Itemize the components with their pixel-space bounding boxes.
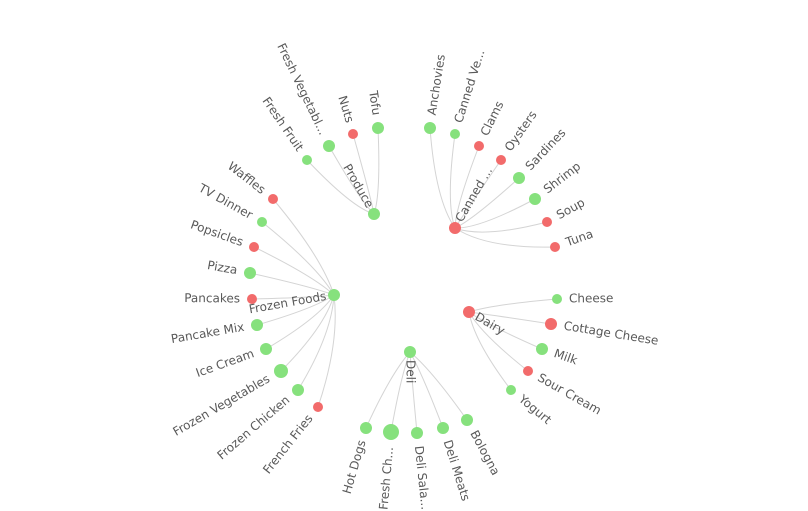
tree-link <box>454 227 556 248</box>
leaf-label: Anchovies <box>425 53 448 116</box>
leaf-label: Pancakes <box>184 291 240 305</box>
leaf-label: Sardines <box>523 126 569 173</box>
leaf-label: TV Dinner <box>195 180 255 222</box>
category-label: Deli <box>404 360 418 383</box>
leaf-node-waffles[interactable] <box>268 194 278 204</box>
tree-link <box>454 221 548 233</box>
leaf-node-tofu[interactable] <box>372 122 384 134</box>
leaf-node-oysters[interactable] <box>496 155 506 165</box>
leaf-node-pancake-mix[interactable] <box>251 319 263 331</box>
leaf-node-deli-sala[interactable] <box>411 427 423 439</box>
leaf-label: Bologna <box>467 428 502 478</box>
leaf-label: Oysters <box>502 108 540 154</box>
tree-link <box>280 294 335 372</box>
leaf-label: Nuts <box>335 94 356 124</box>
leaf-node-tuna[interactable] <box>550 242 560 252</box>
tree-link <box>297 294 335 391</box>
leaf-node-milk[interactable] <box>536 343 548 355</box>
leaf-label: Clams <box>478 99 507 138</box>
leaf-node-soup[interactable] <box>542 217 552 227</box>
leaf-node-sardines[interactable] <box>513 172 525 184</box>
leaf-node-pizza[interactable] <box>244 267 256 279</box>
category-node-deli[interactable] <box>404 346 416 358</box>
leaf-label: Cottage Cheese <box>563 319 660 348</box>
leaf-node-ice-cream[interactable] <box>260 343 272 355</box>
category-node-produce[interactable] <box>368 208 380 220</box>
leaf-node-bologna[interactable] <box>461 414 473 426</box>
leaf-label: Yogurt <box>515 391 554 427</box>
leaf-node-fresh-vegetabl[interactable] <box>323 140 335 152</box>
leaf-label: Fresh Ch... <box>376 446 396 510</box>
leaf-label: Shrimp <box>541 159 583 196</box>
leaf-node-pancakes[interactable] <box>247 294 257 304</box>
tree-link <box>261 221 335 296</box>
tree-link <box>272 198 335 296</box>
leaf-label: Canned Ve... <box>451 48 487 125</box>
leaf-node-tv-dinner[interactable] <box>257 217 267 227</box>
category-node-frozen-foods[interactable] <box>328 289 340 301</box>
leaf-node-yogurt[interactable] <box>506 385 516 395</box>
leaf-node-french-fries[interactable] <box>313 402 323 412</box>
leaf-node-frozen-vegetables[interactable] <box>274 364 288 378</box>
tree-link <box>253 246 335 296</box>
tree-link <box>468 311 512 391</box>
category-node-canned[interactable] <box>449 222 461 234</box>
leaf-label: Tofu <box>366 89 384 116</box>
leaf-node-shrimp[interactable] <box>529 193 541 205</box>
leaf-label: Pizza <box>206 258 238 277</box>
leaf-label: Waffles <box>225 159 268 197</box>
leaf-label: Tuna <box>563 227 595 250</box>
leaf-node-clams[interactable] <box>474 141 484 151</box>
leaf-node-cheese[interactable] <box>552 294 562 304</box>
leaf-node-nuts[interactable] <box>348 129 358 139</box>
category-node-dairy[interactable] <box>463 306 475 318</box>
category-label: Produce <box>340 162 376 211</box>
category-label: Frozen Foods <box>248 289 327 316</box>
tree-link <box>365 351 411 429</box>
leaf-label: Fresh Fruit <box>260 94 307 154</box>
leaf-node-sour-cream[interactable] <box>523 366 533 376</box>
leaf-label: Cheese <box>569 291 613 305</box>
category-label: Canned ... <box>453 164 496 224</box>
leaf-node-anchovies[interactable] <box>424 122 436 134</box>
leaf-label: Ice Cream <box>194 346 256 380</box>
leaf-node-frozen-chicken[interactable] <box>292 384 304 396</box>
leaf-node-fresh-fruit[interactable] <box>302 155 312 165</box>
leaf-label: Deli Meats <box>441 438 473 502</box>
leaf-label: Milk <box>552 346 579 367</box>
leaf-label: Soup <box>554 195 587 222</box>
leaf-node-canned-ve[interactable] <box>450 129 460 139</box>
leaf-node-hot-dogs[interactable] <box>360 422 372 434</box>
leaf-node-cottage-cheese[interactable] <box>545 318 557 330</box>
leaf-node-fresh-ch[interactable] <box>383 424 399 440</box>
tree-link <box>317 294 336 408</box>
leaf-label: Hot Dogs <box>340 438 369 495</box>
leaf-label: Popsicles <box>189 218 245 250</box>
leaf-label: Pancake Mix <box>170 320 245 346</box>
leaf-node-popsicles[interactable] <box>249 242 259 252</box>
leaf-node-deli-meats[interactable] <box>437 422 449 434</box>
tree-link <box>409 351 468 421</box>
tree-link <box>429 127 456 229</box>
category-label: Dairy <box>473 310 508 338</box>
leaf-label: Deli Sala... <box>412 445 433 510</box>
